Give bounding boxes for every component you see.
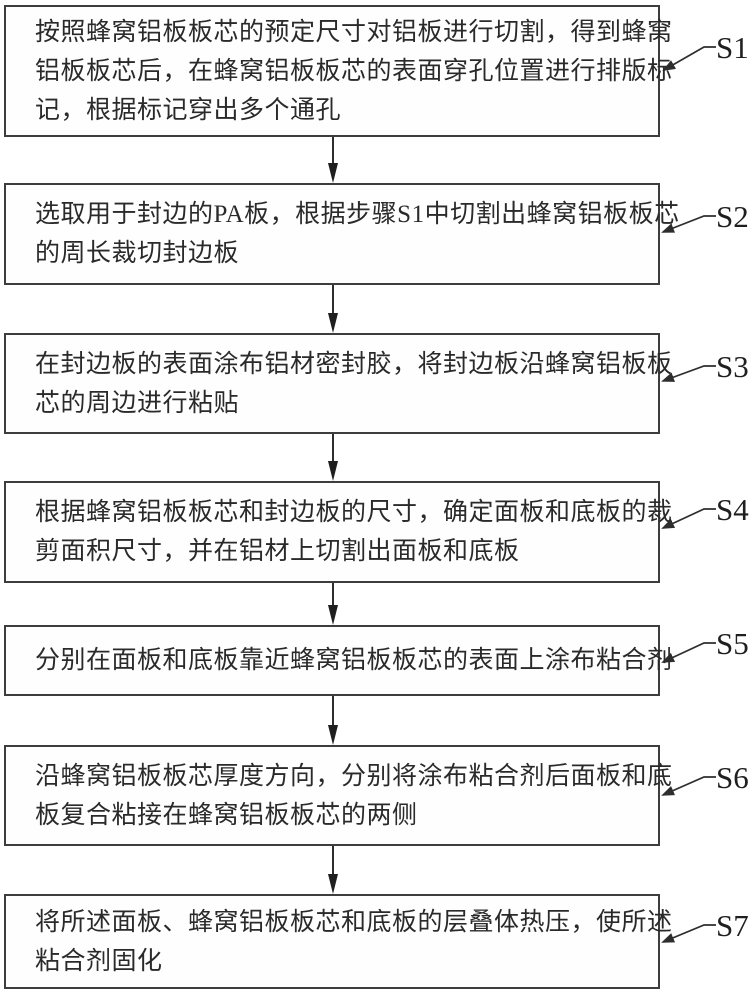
- step-s6-text-line-1: 沿蜂窝铝板板芯厚度方向，分别将涂布粘合剂后面板和底: [35, 762, 673, 790]
- step-s1-text-line-3: 记，根据标记穿出多个通孔: [35, 96, 342, 124]
- step-box-s4: 根据蜂窝铝板板芯和封边板的尺寸，确定面板和底板的裁 剪面积尺寸，并在铝材上切割出…: [4, 481, 673, 583]
- step-s7-text-line-1: 将所述面板、蜂窝铝板板芯和底板的层叠体热压，使所述: [35, 908, 673, 936]
- step-label-s4: S4: [716, 492, 749, 527]
- step-s3-text-line-1: 在封边板的表面涂布铝材密封胶，将封边板沿蜂窝铝板板: [35, 350, 673, 378]
- flow-arrow-s4-s5: [328, 583, 338, 625]
- leader-line-s1: [662, 46, 716, 71]
- step-s1-text-line-2: 铝板板芯后，在蜂窝铝板板芯的表面穿孔位置进行排版标: [35, 57, 673, 85]
- flow-arrow-s5-s6: [328, 696, 338, 745]
- step-box-s2: 选取用于封边的PA板，根据步骤S1中切割出蜂窝铝板板芯 的周长裁切封边板: [4, 183, 680, 285]
- step-s4-text-line-2: 剪面积尺寸，并在铝材上切割出面板和底板: [35, 538, 520, 565]
- step-s4-text-line-1: 根据蜂窝铝板板芯和封边板的尺寸，确定面板和底板的裁: [35, 499, 673, 526]
- step-label-s2: S2: [716, 199, 749, 234]
- leader-line-s5: [661, 642, 716, 663]
- leader-line-s7: [661, 924, 716, 943]
- leader-line-s4: [661, 508, 716, 529]
- step-s2-text-line-2: 的周长裁切封边板: [35, 240, 240, 267]
- step-box-s7: 将所述面板、蜂窝铝板板芯和底板的层叠体热压，使所述 粘合剂固化: [4, 894, 673, 989]
- step-box-s1: 按照蜂窝铝板板芯的预定尺寸对铝板进行切割，得到蜂窝 铝板板芯后，在蜂窝铝板板芯的…: [4, 5, 673, 137]
- flow-arrow-s3-s4: [328, 434, 338, 481]
- step-s3-text-line-2: 芯的周边进行粘贴: [35, 389, 240, 417]
- step-s6-text-line-2: 板复合粘接在蜂窝铝板板芯的两侧: [35, 801, 418, 829]
- step-label-s6: S6: [716, 760, 749, 795]
- leader-line-s2: [661, 215, 716, 233]
- step-s7-text-line-2: 粘合剂固化: [35, 947, 163, 975]
- flow-arrow-s6-s7: [328, 846, 338, 894]
- step-s5-text-line-1: 分别在面板和底板靠近蜂窝铝板板芯的表面上涂布粘合剂: [35, 647, 673, 674]
- step-box-s5: 分别在面板和底板靠近蜂窝铝板板芯的表面上涂布粘合剂: [4, 625, 673, 696]
- step-label-s3: S3: [716, 349, 749, 384]
- step-label-s7: S7: [716, 908, 749, 943]
- step-label-s5: S5: [716, 626, 749, 661]
- flow-arrow-s1-s2: [328, 137, 338, 183]
- step-s1-text-line-1: 按照蜂窝铝板板芯的预定尺寸对铝板进行切割，得到蜂窝: [35, 18, 673, 46]
- step-label-s1: S1: [716, 30, 749, 65]
- flow-arrow-s2-s3: [328, 285, 338, 333]
- step-box-s3: 在封边板的表面涂布铝材密封胶，将封边板沿蜂窝铝板板 芯的周边进行粘贴: [4, 333, 673, 434]
- step-box-s6: 沿蜂窝铝板板芯厚度方向，分别将涂布粘合剂后面板和底 板复合粘接在蜂窝铝板板芯的两…: [4, 745, 673, 846]
- leader-line-s6: [661, 776, 716, 796]
- step-s2-text-line-1: 选取用于封边的PA板，根据步骤S1中切割出蜂窝铝板板芯: [35, 201, 680, 228]
- leader-line-s3: [661, 365, 716, 382]
